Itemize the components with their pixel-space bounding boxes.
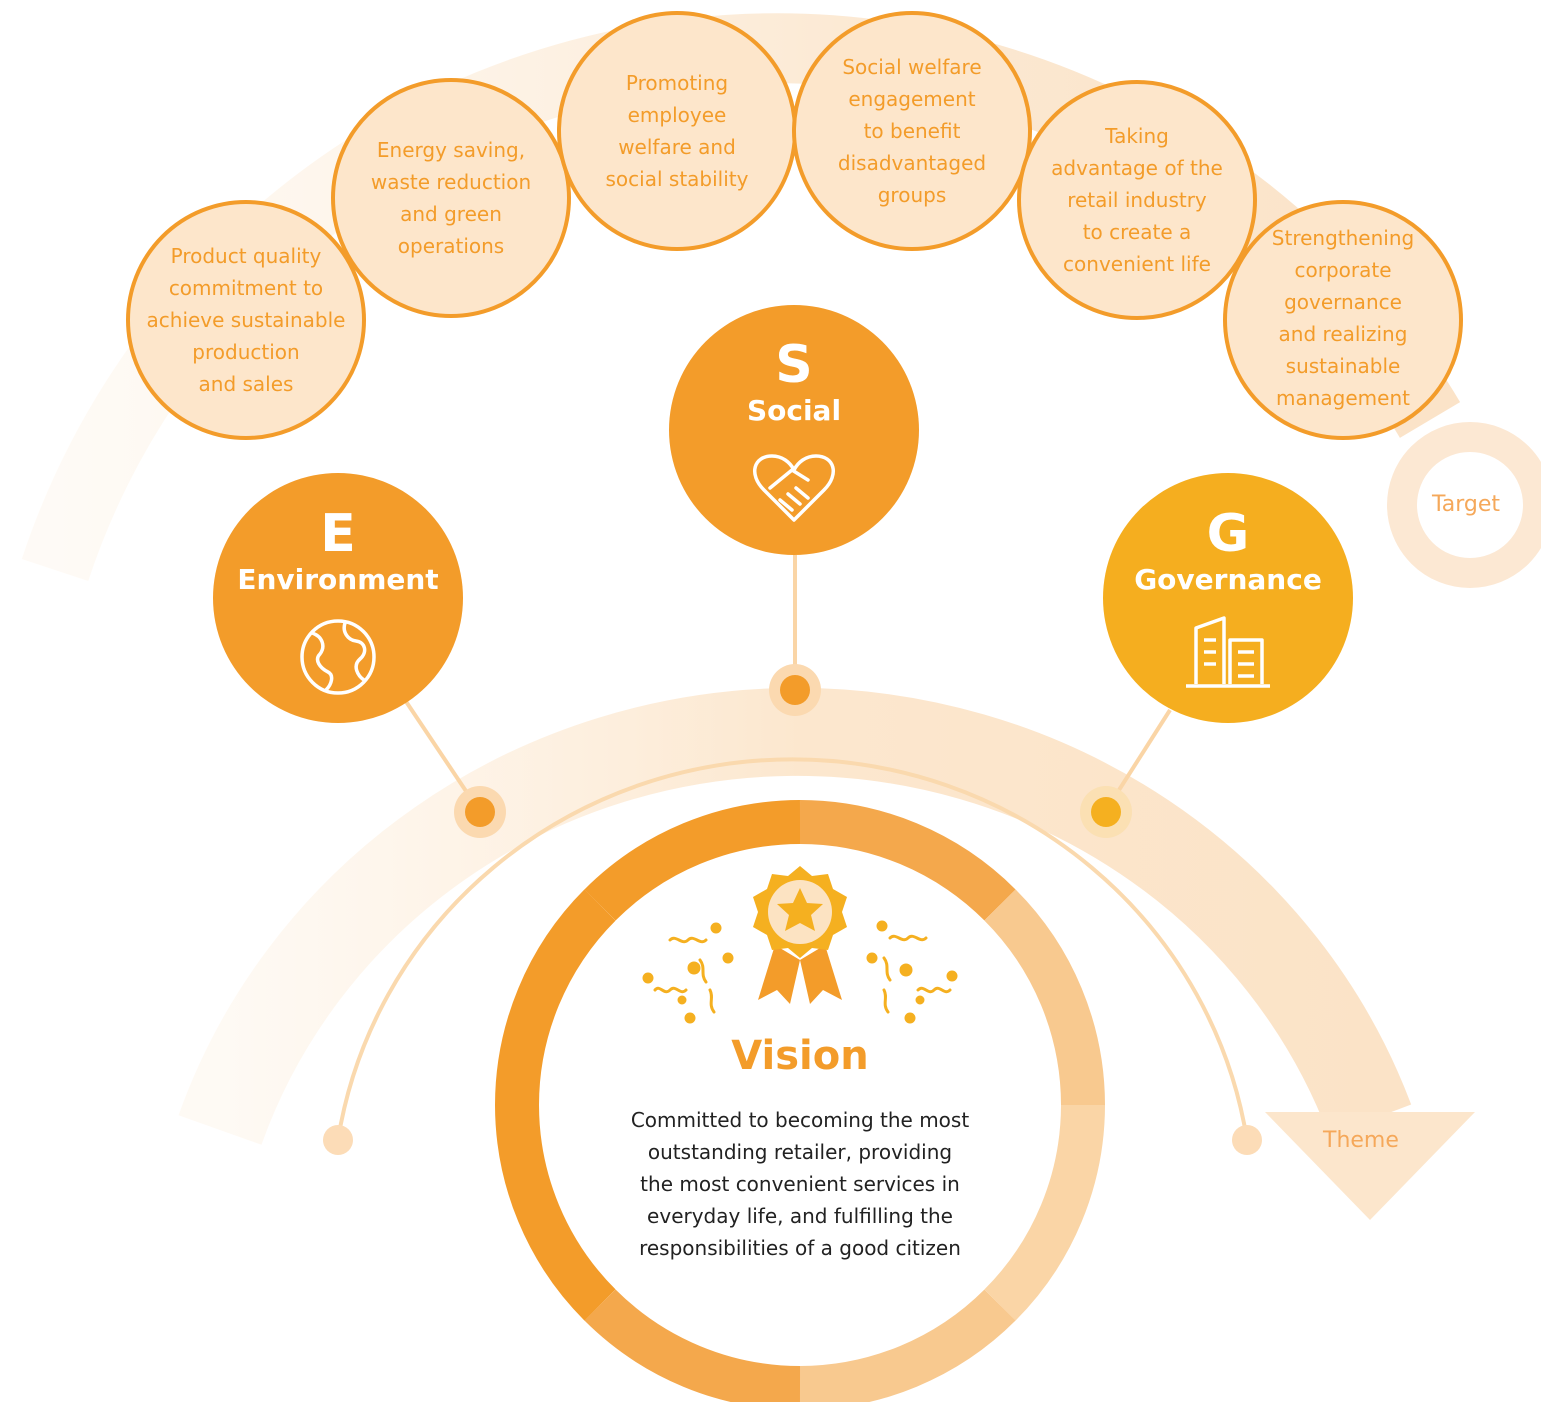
arc-end-dot-right [1232, 1125, 1262, 1155]
pillar-g-circle [1103, 473, 1353, 723]
pillar-arc [336, 757, 1249, 1141]
vision-ring-seg-1 [799, 800, 1016, 921]
theme-arrowhead [1265, 1112, 1475, 1220]
award-ribbon-icon [753, 866, 847, 1004]
confetti-left-icon [642, 922, 734, 1024]
target-label: Target [1432, 492, 1501, 517]
arc-end-dot-left [323, 1125, 353, 1155]
vision-ring-seg-6 [495, 1104, 616, 1321]
pillar-letter-g: G [1206, 504, 1250, 564]
vision-inner-circle [540, 845, 1060, 1365]
target-text-2: Energy saving, waste reduction and green… [370, 138, 532, 258]
confetti-right-icon [866, 920, 958, 1024]
target-text-3: Promoting employee welfare and social st… [605, 71, 749, 191]
vision-ring-seg-3 [984, 1104, 1105, 1321]
pillar-e-circle [213, 473, 463, 723]
target-circle-1 [126, 200, 366, 440]
node-s [780, 675, 810, 705]
target-circle-2 [331, 78, 571, 318]
globe-icon [300, 619, 376, 695]
target-circle-4 [792, 11, 1032, 251]
node-e [465, 797, 495, 827]
target-circle-5 [1017, 80, 1257, 320]
pillar-s-circle [669, 305, 919, 555]
pillar-environment: E Environment [213, 505, 463, 597]
pillar-name-environment: Environment [237, 563, 439, 596]
pillar-name-governance: Governance [1134, 563, 1322, 596]
vision-ring-seg-5 [584, 1289, 801, 1402]
vision-ring-seg-4 [799, 1289, 1016, 1402]
heart-handshake-icon [753, 454, 835, 522]
vision-ring-seg-2 [984, 889, 1105, 1106]
node-g [1091, 797, 1121, 827]
pillar-governance: G Governance [1103, 505, 1353, 597]
vision-text: Committed to becoming the most outstandi… [630, 1108, 970, 1260]
vision-ring-seg-7 [495, 889, 616, 1106]
pillar-letter-e: E [320, 504, 356, 564]
target-text-4: Social welfare engagement to benefit dis… [837, 55, 987, 207]
target-text-5: Taking advantage of the retail industry … [1051, 124, 1223, 276]
theme-band [178, 687, 1412, 1145]
pillar-social: S Social [669, 336, 919, 428]
target-circle-6 [1223, 200, 1463, 440]
pillar-letter-s: S [775, 335, 813, 395]
pillar-name-social: Social [746, 394, 842, 427]
target-ring [1387, 422, 1541, 588]
building-icon [1186, 616, 1270, 688]
vision-title: Vision [731, 1033, 869, 1079]
vision-ring-seg-8 [584, 800, 801, 921]
vision-ring [495, 800, 1105, 1402]
theme-label: Theme [1323, 1128, 1399, 1153]
target-text-1: Product quality commitment to achieve su… [146, 244, 346, 396]
target-text-6: Strengthening corporate governance and r… [1271, 226, 1415, 410]
target-circles [126, 11, 1463, 440]
